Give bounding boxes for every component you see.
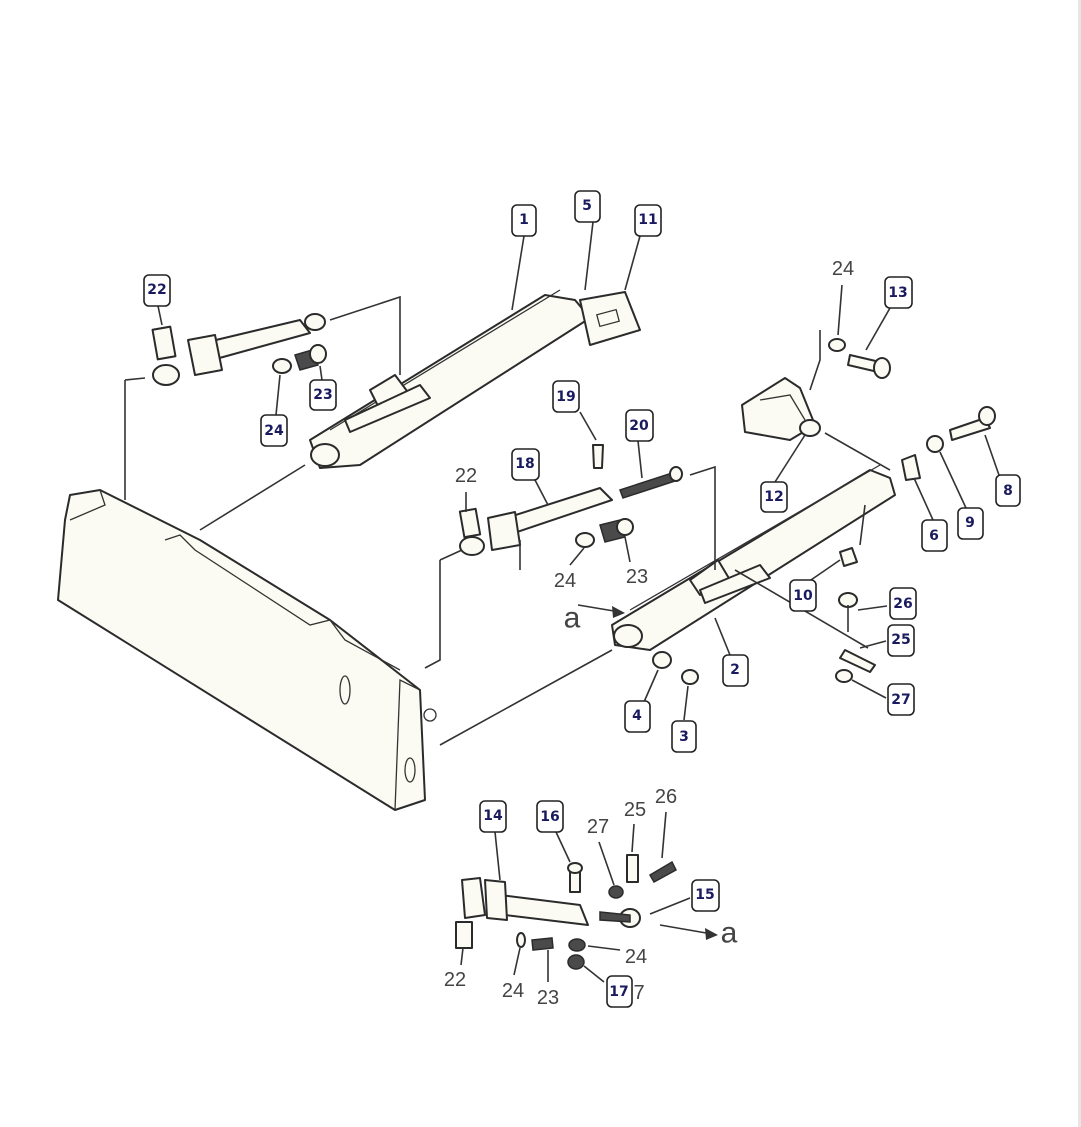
bracket [741,377,821,441]
callout-27-right: 27 [887,683,915,716]
label-22-middle: 22 [455,465,477,487]
callout-14: 14 [479,800,507,833]
svg-text:17: 17 [609,984,628,1000]
callout-25-right: 25 [887,624,915,657]
svg-text:14: 14 [483,808,503,824]
window-scrollbar[interactable] [1078,0,1081,1127]
callout-4: 4 [624,700,651,733]
svg-text:12: 12 [764,489,783,505]
callout-12: 12 [760,481,788,513]
svg-text:15: 15 [695,887,714,903]
middle-brace [458,487,613,570]
svg-text:4: 4 [632,708,642,724]
label-24-bottom-right: 24 [625,946,647,968]
svg-text:8: 8 [1003,483,1013,499]
upper-brace [151,313,326,386]
callout-22-upper: 22 [143,274,171,307]
label-24-top-right: 24 [832,258,854,280]
arrow-label-a-upper: a [564,602,581,635]
callout-10: 10 [789,579,817,612]
svg-text:18: 18 [515,456,534,472]
svg-text:26: 26 [893,596,912,612]
label-24-middle: 24 [554,570,576,592]
hardware [272,338,996,970]
svg-text:1: 1 [519,212,529,228]
callout-17: 17 [606,975,633,1008]
label-26-bottom: 26 [655,786,677,808]
callout-11: 11 [634,204,662,237]
svg-text:16: 16 [540,809,559,825]
svg-text:13: 13 [888,285,907,301]
svg-text:19: 19 [556,389,575,405]
svg-text:25: 25 [891,632,910,648]
plain-labels: 24 22 24 23 27 25 26 24 22 24 23 7 [444,258,854,1009]
callout-19: 19 [552,380,580,413]
arrow-label-a-lower: a [721,917,738,950]
svg-text:23: 23 [313,387,332,403]
label-7-bottom: 7 [633,982,644,1004]
callout-23-upper: 23 [309,379,337,411]
callout-2: 2 [722,654,749,687]
svg-text:3: 3 [679,729,689,745]
callout-16: 16 [536,800,564,833]
svg-text:22: 22 [147,282,166,298]
reference-arrows: a a [564,602,738,950]
label-25-bottom: 25 [624,799,646,821]
svg-text:20: 20 [629,418,649,434]
callout-6: 6 [921,519,948,552]
callout-18: 18 [511,448,540,481]
svg-text:2: 2 [730,662,740,678]
label-23-middle: 23 [626,566,648,588]
callout-1: 1 [511,204,537,237]
label-24-bottom: 24 [502,980,524,1002]
svg-text:9: 9 [965,515,975,531]
label-27-bottom: 27 [587,816,609,838]
callout-15: 15 [691,879,720,912]
callout-24-upper: 24 [260,414,288,447]
upper-frame-arm [309,289,641,469]
callout-26-right: 26 [889,587,917,620]
svg-text:24: 24 [264,423,284,439]
svg-text:27: 27 [891,692,910,708]
svg-text:11: 11 [638,212,657,228]
svg-text:6: 6 [929,528,939,544]
callout-13: 13 [884,276,913,309]
callout-9: 9 [957,507,984,540]
svg-text:5: 5 [582,198,592,214]
leader-lines [157,221,1001,983]
callout-3: 3 [671,720,697,753]
callout-20: 20 [625,409,654,442]
label-22-bottom: 22 [444,969,466,991]
label-23-bottom: 23 [537,987,559,1009]
callout-8: 8 [995,474,1021,507]
blade [57,489,437,811]
callout-5: 5 [574,190,601,223]
svg-text:10: 10 [793,588,813,604]
